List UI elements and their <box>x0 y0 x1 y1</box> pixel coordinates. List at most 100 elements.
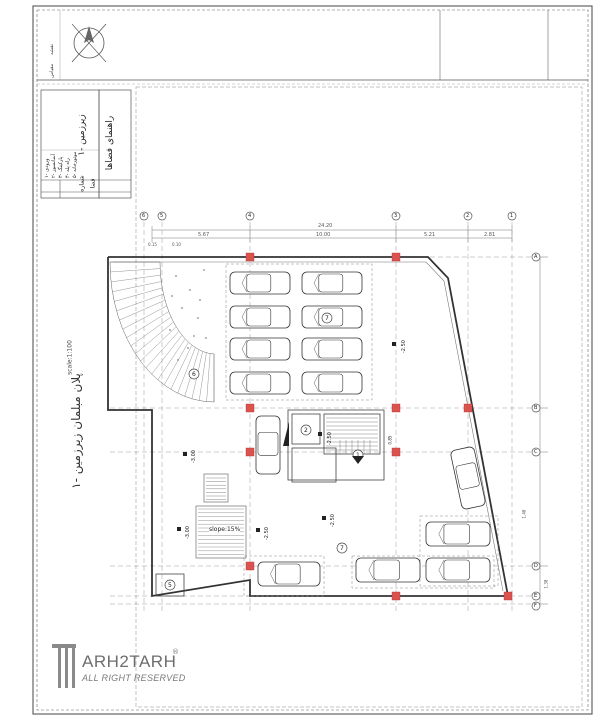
ramp-hatch-line <box>145 331 179 368</box>
ramp-hatch-line <box>111 274 161 283</box>
ramp-dot <box>203 269 205 271</box>
grid-column-label: 3 <box>394 213 398 219</box>
room-tag-circles <box>164 312 364 591</box>
structural-columns <box>245 252 513 601</box>
ramp-hatch-line <box>157 339 185 380</box>
car-icon <box>355 557 421 583</box>
right-dimension: 1.38 <box>543 579 549 589</box>
grid-column-label: 1 <box>510 213 514 219</box>
grid-column-label: 4 <box>248 213 252 219</box>
grid-column-label: 5 <box>160 213 164 219</box>
car-icon <box>229 337 291 361</box>
room-tag: 2 <box>304 427 308 434</box>
slope-hatch <box>198 508 244 555</box>
structural-column <box>245 447 255 457</box>
ramp-hatch <box>110 261 215 402</box>
grid-row-label: D <box>534 563 538 569</box>
structural-column <box>391 447 401 457</box>
grid-row-label: F <box>534 603 537 609</box>
ramp-dot <box>175 275 177 277</box>
car-icon <box>229 371 291 395</box>
inner-wall-line <box>113 261 504 592</box>
level-label: -3.00 <box>191 450 197 463</box>
level-label: -2.50 <box>330 514 336 527</box>
ramp-dot <box>181 307 183 309</box>
ramp-hatch-line <box>119 300 165 321</box>
segment-dimension: 5.21 <box>424 232 436 238</box>
column-header-space: فضا <box>89 178 97 189</box>
structural-column <box>391 591 401 601</box>
overall-dimension: 24.20 <box>318 223 333 229</box>
ramp-hatch-line <box>170 345 192 390</box>
logo-mark-icon <box>52 644 76 688</box>
structural-column <box>503 591 513 601</box>
stair-treads <box>326 417 378 454</box>
ramp-dots <box>169 269 207 361</box>
ramp-hatch-line <box>199 353 207 401</box>
ramp-hatch-line <box>122 305 167 330</box>
stair-dimension: 0.85 <box>387 435 393 445</box>
ramp-hatch-line <box>130 316 171 347</box>
outer-border <box>32 5 593 715</box>
room-tag: 5 <box>168 582 172 589</box>
structural-column <box>463 403 473 413</box>
parked-cars <box>229 271 491 587</box>
column-header-number: شماره <box>78 175 86 192</box>
legend-item: ۴- راه پله <box>65 158 71 178</box>
grid-column-label: 6 <box>142 213 146 219</box>
ramp-dot <box>205 337 207 339</box>
ramp-hatch-line <box>116 293 164 312</box>
grid-row-label: E <box>534 593 538 599</box>
drawing-frame <box>135 86 583 708</box>
scale-label: scale:1:100 <box>66 340 74 375</box>
car-icon <box>229 305 291 329</box>
grid-row-label: A <box>534 254 538 260</box>
ramp-dot <box>171 295 173 297</box>
stair-arrow-icon <box>283 422 289 446</box>
stair-arrow-icon-2 <box>352 456 364 464</box>
structural-column <box>245 403 255 413</box>
ramp-hatch-line <box>114 287 163 302</box>
ramp-hatch-line <box>112 281 162 292</box>
legend-item: ۳- پارکینگ <box>58 156 64 178</box>
segment-dimension: 5.67 <box>198 232 210 238</box>
structural-column <box>245 252 255 262</box>
car-icon <box>425 521 491 547</box>
ramp-dot <box>197 317 199 319</box>
structural-column <box>391 403 401 413</box>
slope-label: slope:15% <box>209 526 241 533</box>
grid-column-label: 2 <box>466 213 470 219</box>
ramp-dot <box>169 329 171 331</box>
structural-column <box>391 252 401 262</box>
registered-mark: ® <box>172 648 179 656</box>
top-strip-note-2: مقیاس <box>49 63 55 78</box>
car-icon <box>257 561 321 587</box>
car-icon <box>301 337 363 361</box>
legend-item: ۱- ورودی <box>44 158 50 178</box>
mechanical-room <box>155 573 185 597</box>
ramp-dot <box>199 299 201 301</box>
legend-item: ۵- موتورخانه <box>72 151 78 178</box>
legend-item: ۲- آسانسور <box>51 153 57 178</box>
car-icon <box>255 415 281 475</box>
floor-label: زیرزمین -۱ <box>77 114 87 156</box>
level-label: -2.50 <box>264 527 270 540</box>
car-icon <box>229 271 291 295</box>
ramp-hatch-line <box>126 311 169 338</box>
inner-border <box>36 9 589 711</box>
ramp-hatch-line <box>163 342 189 385</box>
side-stair <box>203 473 229 503</box>
room-tag: 6 <box>192 371 196 378</box>
ramp-hatch-line <box>140 326 176 362</box>
level-label: -2.50 <box>401 340 407 353</box>
small-dimension: 0.10 <box>172 242 181 247</box>
room-tag: 7 <box>340 545 344 552</box>
north-arrow-icon <box>71 23 107 63</box>
small-dimension: 0.15 <box>148 242 157 247</box>
ramp-dot <box>189 289 191 291</box>
level-markers <box>177 342 396 532</box>
ramp-dot <box>187 347 189 349</box>
car-icon <box>301 371 363 395</box>
watermark-rights: ALL RIGHT RESERVED <box>82 673 186 683</box>
level-label: -3.00 <box>185 526 191 539</box>
